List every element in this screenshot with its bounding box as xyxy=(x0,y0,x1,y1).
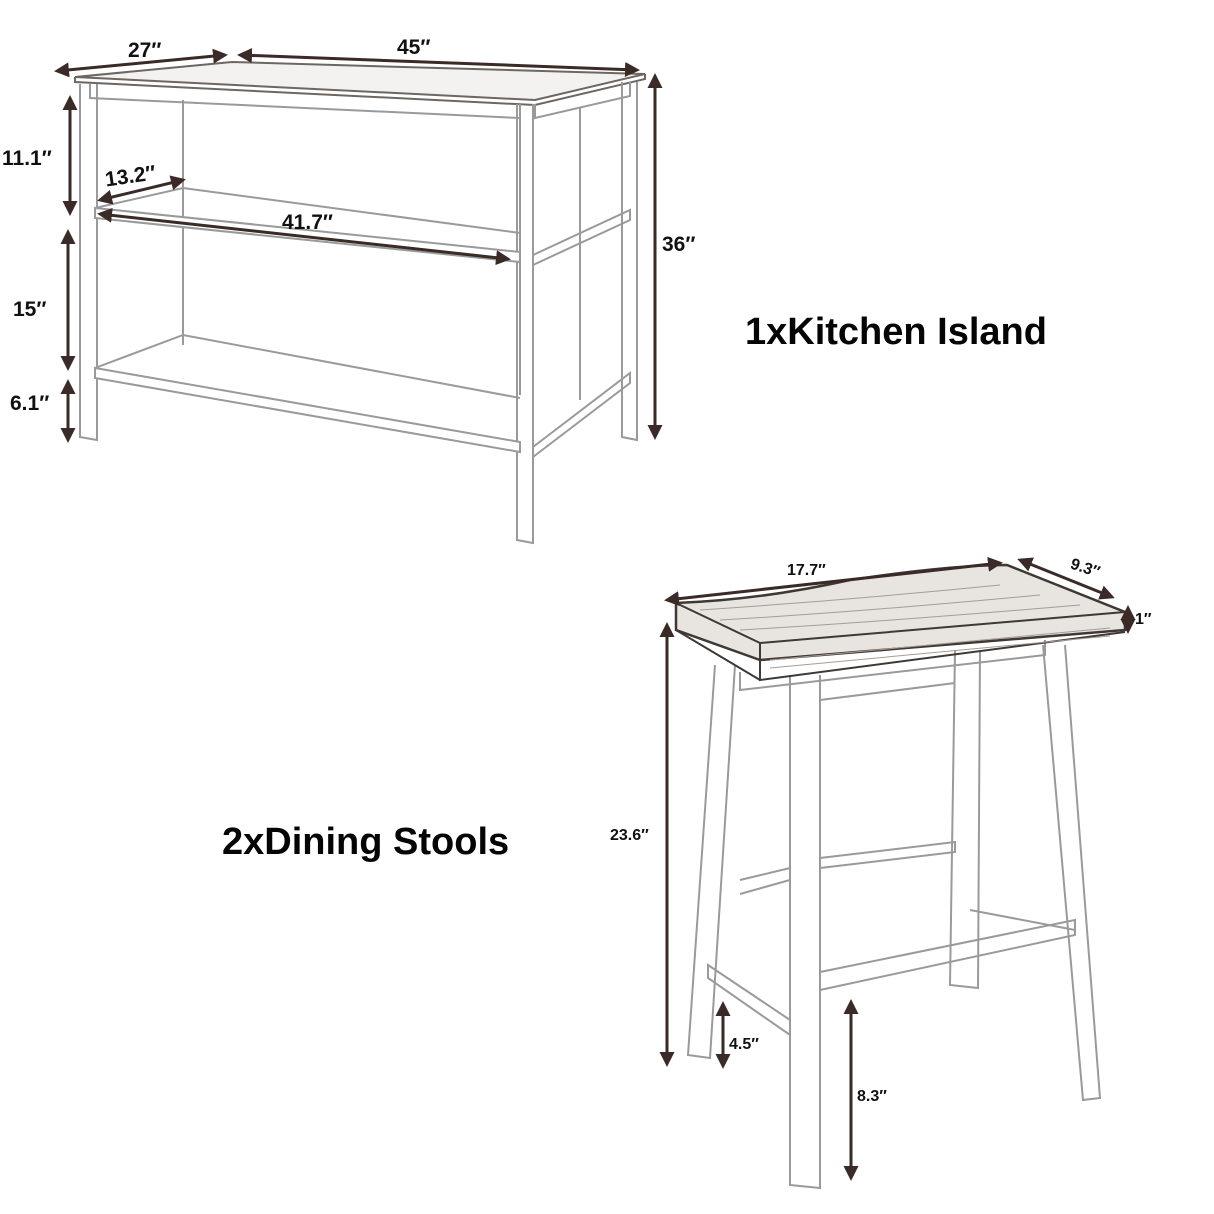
island-shelf-width-label: 41.7″ xyxy=(282,211,333,234)
depth-arrow xyxy=(54,48,228,78)
width-arrow xyxy=(237,47,640,78)
stool-seat-width-label: 17.7″ xyxy=(787,562,826,579)
seat-width-arrow xyxy=(664,556,1003,607)
stool-height-label: 23.6″ xyxy=(610,827,649,844)
stool-side-rail-height-label: 4.5″ xyxy=(729,1036,759,1053)
island-dimension-arrows xyxy=(54,47,663,443)
island-depth-label: 27″ xyxy=(128,39,162,62)
island-top-clearance-label: 11.1″ xyxy=(2,147,52,170)
stool-front-rail-height-label: 8.3″ xyxy=(857,1088,887,1105)
island-floor-clearance-label: 6.1″ xyxy=(10,392,50,415)
dining-stool-illustration xyxy=(686,640,1102,1190)
island-shelf-gap-label: 15″ xyxy=(13,298,47,321)
dining-stools-title: 2xDining Stools xyxy=(222,821,510,863)
kitchen-island-illustration xyxy=(74,60,646,545)
shelf-width-arrow xyxy=(97,207,511,266)
stool-seat-thickness-label: 1″ xyxy=(1135,611,1152,628)
kitchen-island-title: 1xKitchen Island xyxy=(745,311,1047,353)
stool-dimension-arrows xyxy=(659,556,1136,1181)
island-width-label: 45″ xyxy=(397,36,431,59)
seat-depth-arrow xyxy=(1017,557,1115,600)
shelf-depth-arrow xyxy=(97,175,186,205)
island-height-label: 36″ xyxy=(662,233,696,256)
stool-seat xyxy=(674,563,1127,682)
